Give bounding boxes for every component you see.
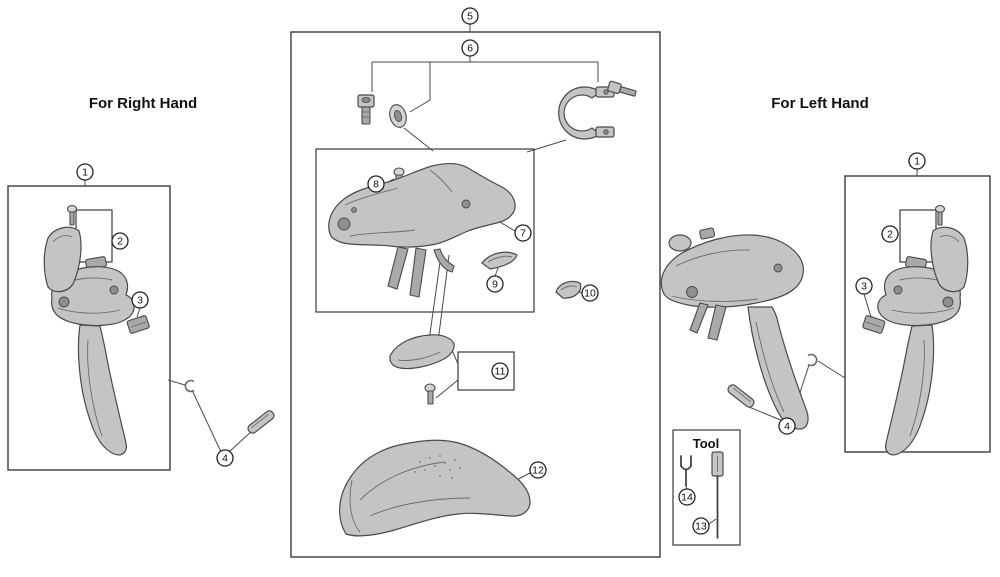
callout-left-3: 3 xyxy=(131,291,149,309)
shift-paddle-9 xyxy=(481,251,518,270)
center-assembly-box xyxy=(290,31,661,558)
washer-oring xyxy=(389,104,407,128)
title-right-hand: For Right Hand xyxy=(89,95,197,112)
svg-text:14: 14 xyxy=(681,492,693,504)
bracket-cover-flap xyxy=(43,226,82,293)
svg-text:2: 2 xyxy=(887,229,893,241)
svg-text:2: 2 xyxy=(117,236,123,248)
callout-right-2: 2 xyxy=(881,225,899,243)
callout-8: 8 xyxy=(367,175,385,193)
callout-9: 9 xyxy=(486,275,504,293)
svg-text:11: 11 xyxy=(495,366,506,378)
mount-bolt-left xyxy=(357,94,375,125)
callout-right-4: 4 xyxy=(778,417,796,435)
pivot-pin-and-snap-ring xyxy=(184,379,275,434)
left-hand-unit-assembled xyxy=(660,227,809,430)
svg-text:3: 3 xyxy=(861,281,867,293)
svg-text:7: 7 xyxy=(520,228,526,240)
svg-text:5: 5 xyxy=(467,11,473,23)
svg-text:9: 9 xyxy=(492,279,498,291)
tool-box-label: Tool xyxy=(693,436,719,451)
left-cover-box xyxy=(75,209,113,263)
callout-right-3: 3 xyxy=(855,277,873,295)
hood-texture-dots xyxy=(414,455,461,479)
svg-text:10: 10 xyxy=(584,288,596,300)
cover-screw xyxy=(66,204,78,226)
callout-13: 13 xyxy=(692,517,710,535)
title-left-hand: For Left Hand xyxy=(771,95,869,112)
switch-unit-3-mirror xyxy=(861,314,886,335)
svg-text:1: 1 xyxy=(82,167,88,179)
svg-text:1: 1 xyxy=(914,156,920,168)
callout-left-2: 2 xyxy=(111,232,129,250)
name-plate xyxy=(389,334,455,370)
callout-10: 10 xyxy=(581,284,599,302)
bracket-body xyxy=(328,163,516,298)
bracket-unit-box xyxy=(315,148,535,313)
svg-text:12: 12 xyxy=(532,465,544,477)
callout-left-4: 4 xyxy=(216,449,234,467)
callout-12: 12 xyxy=(529,461,547,479)
cover-screw-mirror xyxy=(934,204,946,226)
name-plate-box xyxy=(457,351,515,391)
svg-text:4: 4 xyxy=(784,421,790,433)
callout-7: 7 xyxy=(514,224,532,242)
svg-text:4: 4 xyxy=(222,453,228,465)
svg-text:3: 3 xyxy=(137,295,143,307)
svg-text:6: 6 xyxy=(467,43,473,55)
long-tool xyxy=(711,451,724,539)
rubber-piece-10 xyxy=(555,280,582,299)
clamp-band xyxy=(558,86,615,140)
svg-text:8: 8 xyxy=(373,179,379,191)
svg-text:13: 13 xyxy=(695,521,707,533)
callout-5: 5 xyxy=(461,7,479,25)
bracket-cover-hood xyxy=(339,439,531,537)
shift-lever-blade-b xyxy=(409,247,427,298)
latch-hook xyxy=(433,248,455,273)
callout-left-1: 1 xyxy=(76,163,94,181)
right-cover-box xyxy=(899,209,937,263)
callout-14: 14 xyxy=(678,488,696,506)
switch-unit-3 xyxy=(126,315,150,334)
callout-6: 6 xyxy=(461,39,479,57)
clamp-bolt xyxy=(607,80,637,97)
name-plate-screw xyxy=(424,383,436,405)
callout-11: 11 xyxy=(491,362,509,380)
fork-tool xyxy=(680,455,692,487)
right-hand-lever-box xyxy=(7,185,171,471)
callout-right-1: 1 xyxy=(908,152,926,170)
tool-box xyxy=(672,429,741,546)
shift-lever-blade-a xyxy=(387,246,409,290)
